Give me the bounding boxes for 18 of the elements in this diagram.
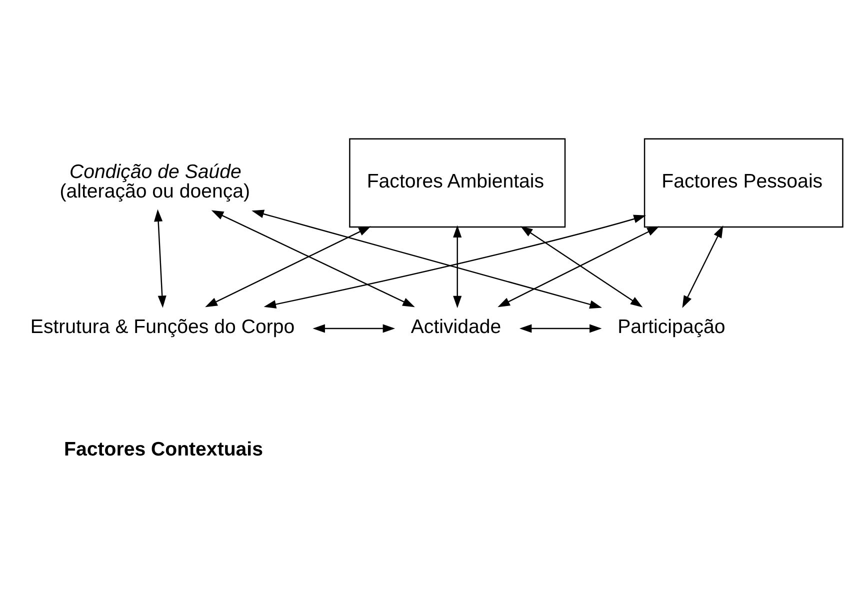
arrow xyxy=(154,208,166,308)
arrow xyxy=(519,324,602,332)
arrow xyxy=(453,224,462,308)
node-text: Actividade xyxy=(410,316,502,338)
arrow xyxy=(520,226,643,307)
arrow xyxy=(205,226,371,307)
arrow xyxy=(682,224,724,308)
node-box: Factores Ambientais xyxy=(349,138,566,228)
node-text: Participação xyxy=(618,316,726,338)
label: Factores Contextuais xyxy=(64,438,263,460)
node-text: Condição de Saúde (alteração ou doença) xyxy=(60,160,250,202)
arrow xyxy=(264,214,646,308)
arrow xyxy=(312,324,396,332)
node-text: Estrutura & Funções do Corpo xyxy=(30,316,295,338)
arrow xyxy=(252,209,602,308)
arrow xyxy=(498,226,660,307)
node-box: Factores Pessoais xyxy=(644,138,844,228)
arrow xyxy=(211,210,415,307)
